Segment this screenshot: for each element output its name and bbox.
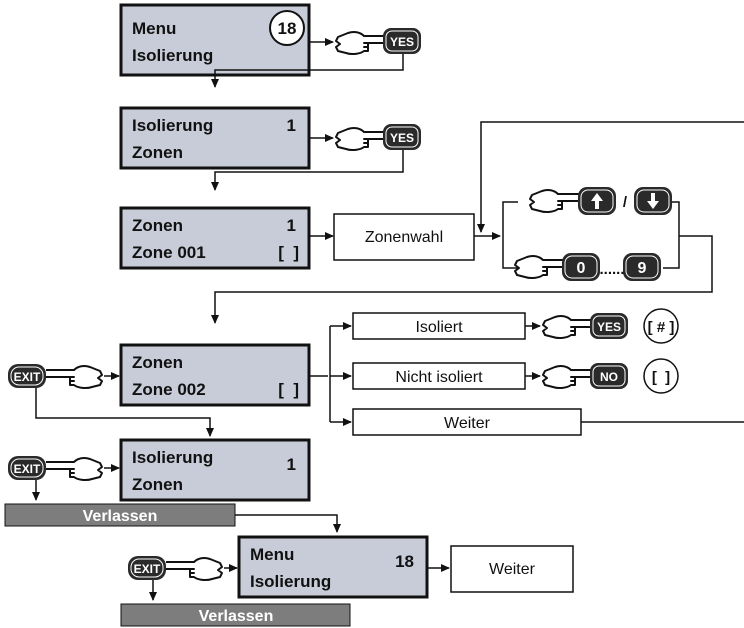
lcd-line2: Zonen: [132, 475, 183, 494]
weiter-box: Weiter: [352, 408, 582, 436]
pointing-hand-icon: [45, 365, 103, 390]
lcd-number: 18: [395, 552, 414, 571]
no-key-label: NO: [600, 370, 618, 384]
lcd-line1: Isolierung: [132, 116, 213, 135]
pointing-hand-icon: [45, 457, 103, 482]
range-dots: ......: [599, 261, 624, 278]
yes-key-button[interactable]: YES: [383, 124, 421, 150]
arrow-down-icon: [647, 193, 659, 209]
verlassen-bar: Verlassen: [4, 503, 236, 527]
weiter-label: Weiter: [444, 415, 491, 432]
symbol-hash-badge: [643, 308, 679, 344]
lcd-line2: Zone 001: [132, 243, 206, 262]
lcd-line2: Isolierung: [132, 46, 213, 65]
pointing-hand-icon: [529, 189, 587, 214]
pointing-hand-icon: [165, 557, 223, 582]
weiter-label-2: Weiter: [489, 561, 536, 578]
symbol-empty-badge: [643, 358, 679, 394]
zonenwahl-label: Zonenwahl: [365, 229, 443, 246]
verlassen-label: Verlassen: [83, 508, 158, 525]
arrow-up-key-button[interactable]: [578, 187, 616, 215]
key-0-label: 0: [577, 260, 586, 277]
isoliert-box: Isoliert: [352, 312, 526, 340]
exit-key-button[interactable]: EXIT: [8, 456, 46, 480]
verlassen-bar-2: Verlassen: [120, 603, 351, 627]
lcd-screen-isolierung-zonen-2: Isolierung Zonen 1: [119, 438, 311, 502]
lcd-status-bracket: [ ]: [278, 243, 299, 262]
lcd-screen-isolierung-zonen: Isolierung Zonen 1: [119, 106, 311, 170]
lcd-number: 1: [287, 116, 296, 135]
key-9-button[interactable]: 9: [623, 253, 661, 281]
lcd-status-bracket: [ ]: [278, 380, 299, 399]
exit-key-label: EXIT: [14, 462, 41, 476]
lcd-screen-menu-isolierung-2: Menu Isolierung 18: [237, 535, 429, 599]
lcd-screen-menu-isolierung: Menu Isolierung 18: [119, 3, 311, 77]
exit-key-button[interactable]: EXIT: [128, 556, 166, 580]
yes-key-label: YES: [597, 320, 621, 334]
lcd-line2: Zonen: [132, 143, 183, 162]
exit-key-label: EXIT: [134, 562, 161, 576]
step-number-badge: 18: [278, 19, 297, 38]
lcd-screen-zone-002: Zonen Zone 002 [ ]: [119, 343, 311, 407]
zonenwahl-box: Zonenwahl: [333, 213, 475, 261]
symbol-hash-label: [ # ]: [648, 319, 675, 336]
nicht-isoliert-box: Nicht isoliert: [352, 362, 526, 390]
lcd-line2: Isolierung: [250, 572, 331, 591]
lcd-line1: Isolierung: [132, 448, 213, 467]
verlassen-label-2: Verlassen: [199, 608, 274, 625]
yes-key-label: YES: [390, 131, 414, 145]
lcd-line1: Zonen: [132, 353, 183, 372]
lcd-screen-zone-001: Zonen Zone 001 1 [ ]: [119, 206, 311, 270]
isoliert-label: Isoliert: [415, 319, 463, 336]
key-0-button[interactable]: 0: [562, 253, 600, 281]
exit-key-label: EXIT: [14, 370, 41, 384]
no-key-button[interactable]: NO: [590, 363, 628, 389]
lcd-line1: Menu: [132, 19, 176, 38]
lcd-line2: Zone 002: [132, 380, 206, 399]
nicht-isoliert-label: Nicht isoliert: [395, 369, 483, 386]
yes-key-button[interactable]: YES: [590, 313, 628, 339]
exit-key-button[interactable]: EXIT: [8, 364, 46, 388]
weiter-box-2: Weiter: [450, 545, 574, 593]
lcd-number: 1: [287, 455, 296, 474]
yes-key-button[interactable]: YES: [383, 28, 421, 54]
lcd-line1: Menu: [250, 545, 294, 564]
lcd-line1: Zonen: [132, 216, 183, 235]
arrow-up-icon: [591, 193, 603, 209]
lcd-number: 1: [287, 216, 296, 235]
or-slash: /: [623, 194, 628, 211]
arrow-down-key-button[interactable]: [634, 187, 672, 215]
yes-key-label: YES: [390, 35, 414, 49]
key-9-label: 9: [638, 260, 647, 277]
symbol-empty-label: [ ]: [652, 369, 670, 386]
